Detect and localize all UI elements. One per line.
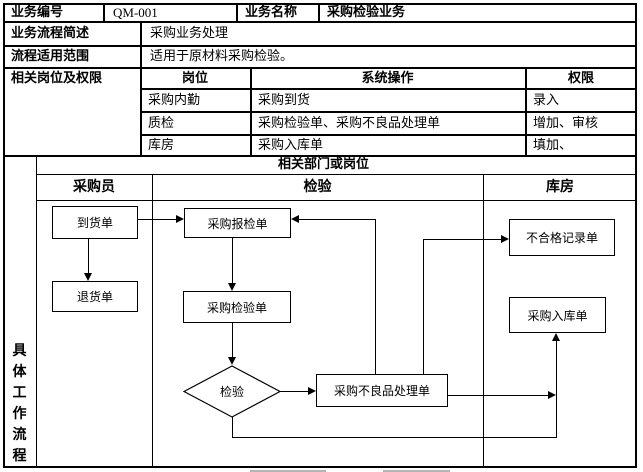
clipped-fragment — [250, 470, 326, 472]
perm-cell: 填加、 — [533, 138, 573, 153]
row-line — [140, 134, 637, 136]
connector — [232, 323, 233, 357]
flow-node-return: 退货单 — [52, 281, 138, 312]
perm-header-op: 系统操作 — [361, 71, 414, 86]
arrowhead-left — [291, 215, 299, 223]
flow-node-report: 采购报检单 — [184, 208, 291, 238]
lane-divider — [483, 174, 484, 466]
table-border-right — [635, 3, 637, 468]
row-line — [140, 88, 637, 90]
biz-name-value: 采购检验业务 — [327, 5, 406, 20]
arrowhead-down — [84, 273, 92, 281]
clipped-fragment — [383, 470, 450, 472]
arrowhead-down — [228, 283, 236, 291]
row-line — [36, 174, 637, 175]
dept-header: 相关部门或岗位 — [277, 157, 369, 172]
col-line — [250, 67, 252, 155]
lane-divider — [152, 174, 153, 466]
table-border-top — [3, 3, 637, 5]
row-line — [3, 21, 637, 23]
perm-cell: 采购入库单 — [258, 138, 324, 153]
connector — [232, 437, 557, 438]
biz-no-value: QM-001 — [113, 5, 158, 20]
perm-cell: 增加、审核 — [533, 116, 599, 131]
biz-name-label: 业务名称 — [245, 5, 298, 20]
col-line — [236, 3, 238, 21]
col-line — [525, 67, 527, 155]
flow-node-nonconform: 不合格记录单 — [509, 219, 615, 256]
connector — [232, 417, 233, 438]
connector — [232, 238, 233, 283]
perm-cell: 录入 — [533, 93, 560, 108]
col-line — [140, 21, 142, 155]
flow-node-decision: 检验 — [219, 385, 244, 399]
perm-cell: 采购检验单、采购不良品处理单 — [258, 116, 441, 131]
col-line — [103, 3, 105, 21]
connector — [423, 239, 424, 374]
scope-value: 适用于原材料采购检验。 — [150, 49, 294, 64]
arrowhead-right — [176, 215, 184, 223]
col-line — [318, 3, 320, 21]
summary-label: 业务流程简述 — [11, 26, 90, 41]
arrowhead-up — [552, 333, 560, 341]
connector — [280, 391, 308, 392]
connector — [448, 395, 548, 396]
connector — [423, 239, 501, 240]
perm-cell: 采购内勤 — [148, 93, 201, 108]
perm-cell: 库房 — [148, 138, 175, 153]
table-border-left — [3, 3, 5, 468]
flow-node-arrival: 到货单 — [52, 206, 138, 239]
perm-header-right: 权限 — [567, 71, 594, 86]
lane-header-warehouse: 库房 — [546, 179, 574, 195]
summary-value: 采购业务处理 — [150, 26, 229, 41]
connector — [138, 219, 176, 220]
perm-cell: 质检 — [148, 116, 175, 131]
lane-header-inspection: 检验 — [303, 179, 332, 195]
scope-label: 流程适用范围 — [11, 49, 90, 64]
biz-no-label: 业务编号 — [11, 5, 64, 20]
side-label-work-flow: 具体工作流程 — [12, 343, 27, 464]
flow-node-defect: 采购不良品处理单 — [316, 374, 448, 407]
lane-header-buyer: 采购员 — [73, 179, 115, 195]
perm-cell: 采购到货 — [258, 93, 311, 108]
perm-header-post: 岗位 — [181, 71, 208, 86]
col-line — [36, 155, 37, 466]
row-line — [3, 45, 637, 47]
arrowhead-right — [308, 387, 316, 395]
arrowhead-right — [548, 391, 556, 399]
connector — [375, 219, 376, 374]
perm-section-label: 相关岗位及权限 — [11, 71, 103, 86]
row-line — [36, 200, 637, 201]
flow-node-instock: 采购入库单 — [509, 297, 606, 333]
row-line — [140, 111, 637, 113]
connector — [299, 219, 376, 220]
arrowhead-down — [228, 357, 236, 365]
table-border-bottom — [3, 466, 637, 468]
row-line — [3, 67, 637, 69]
row-line — [3, 155, 637, 157]
flow-node-inspect: 采购检验单 — [183, 291, 291, 323]
connector — [556, 341, 557, 438]
connector — [88, 239, 89, 273]
arrowhead-right — [501, 235, 509, 243]
